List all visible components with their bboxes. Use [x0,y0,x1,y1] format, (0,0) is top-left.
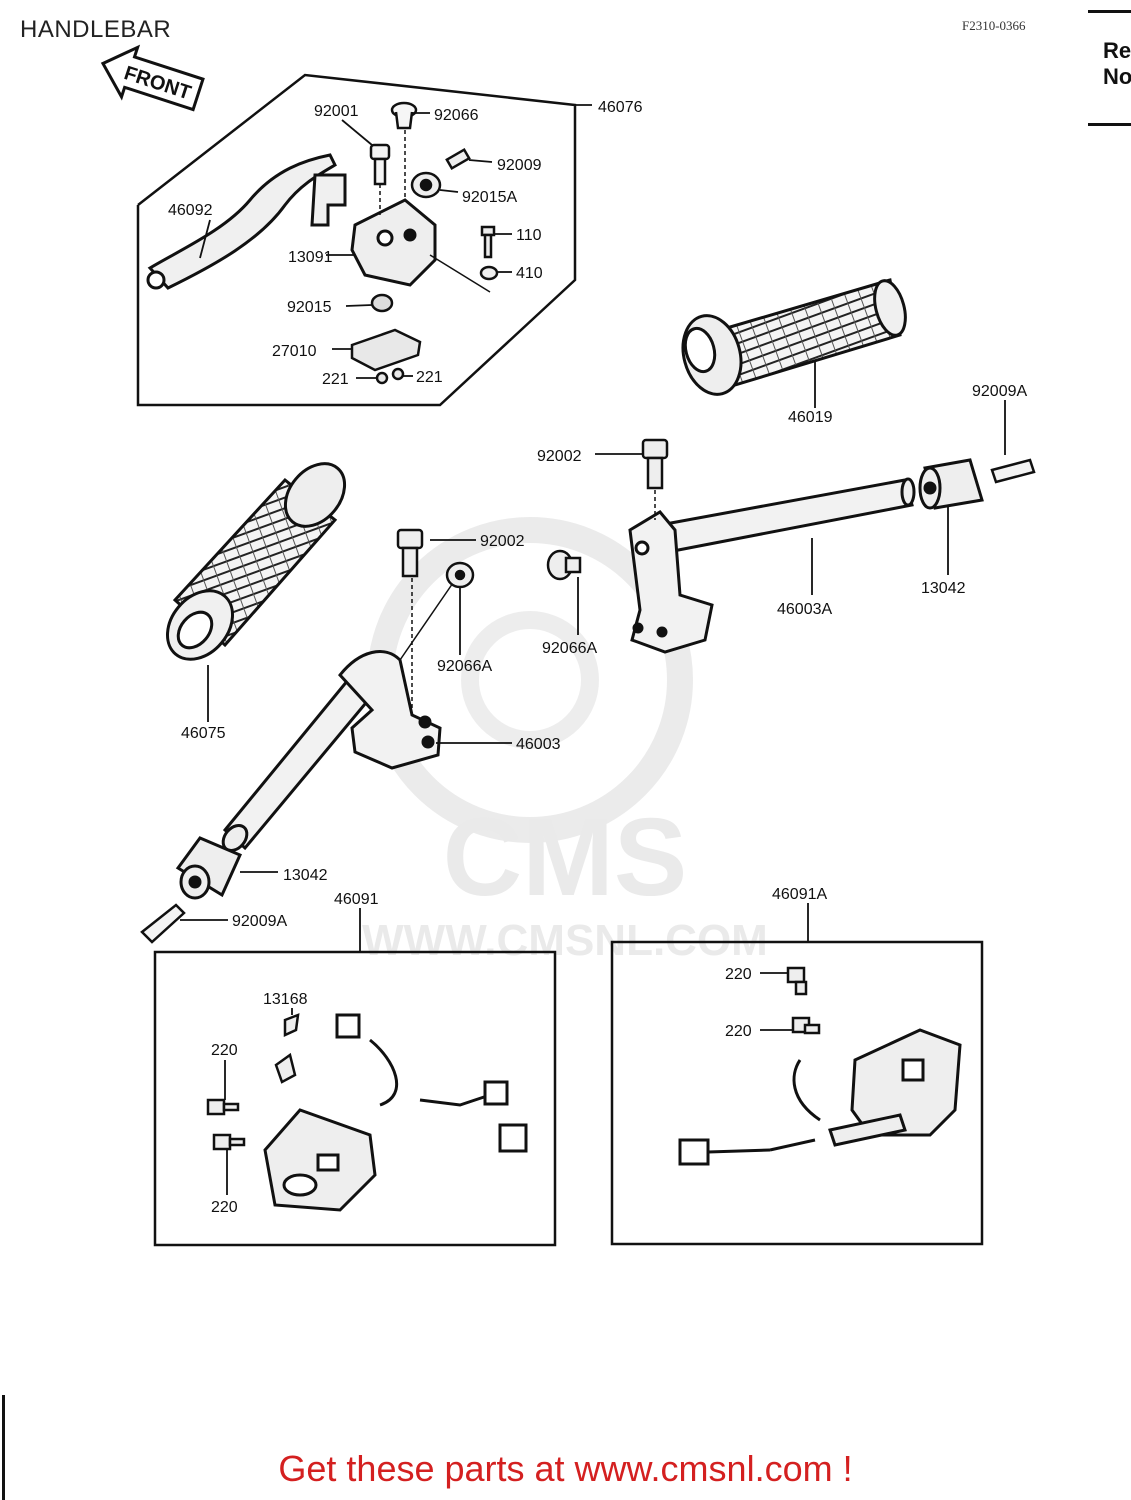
part-label: 220 [211,1199,238,1216]
page-title: HANDLEBAR [20,16,172,43]
collar-92015 [370,293,394,313]
part-label: 221 [416,369,443,386]
ref-note-line-1: Re [1103,38,1131,63]
footer-promo-link[interactable]: Get these parts at www.cmsnl.com ! [278,1448,853,1489]
part-label: 92009A [972,383,1027,400]
part-label: 13042 [283,867,328,884]
leader-lines [180,104,1006,1195]
part-label: 92066A [437,658,492,675]
left-switch-46091 [263,1013,528,1212]
part-label: 46075 [181,725,226,742]
ref-note-line-2: No [1103,64,1131,89]
part-label: 46091A [772,886,827,903]
lever-assembly-box [136,73,577,407]
part-label: 92002 [480,533,525,550]
part-label: 92066 [434,107,479,124]
part-label: 46092 [168,202,213,219]
clutch-lever-46092 [146,153,347,290]
clamp-13168 [274,1013,300,1084]
left-grip-46075 [165,462,347,661]
part-label: 46003 [516,736,561,753]
ref-note-rule-top [1088,10,1131,13]
throttle-grip-46019 [681,278,907,396]
screw-92009A-left [140,903,186,944]
bar-end-weight-13042-left [175,836,242,900]
part-label: 110 [516,227,542,244]
drawing-number: F2310-0366 [962,18,1026,33]
part-label: 220 [725,1023,752,1040]
screws-220-right [786,966,821,1035]
cms-watermark: CMS WWW.CMSNL.COM [362,517,768,965]
part-label: 46003A [777,601,832,618]
right-handlebar-46003A [628,477,916,654]
part-label: 220 [725,966,752,983]
part-label: 220 [211,1042,238,1059]
part-label: 46019 [788,409,833,426]
switch-27010 [350,328,422,385]
screw-92009 [410,147,471,199]
part-label: 92002 [537,448,582,465]
part-label: 46091 [334,891,379,908]
lever-holder-13091 [350,198,491,293]
part-label: 92001 [314,103,359,120]
cap-92066 [390,101,418,200]
cap-92066A-right [546,549,582,581]
part-label: 92015A [462,189,517,206]
screws-220-left [206,1098,246,1151]
watermark-logo: CMS [443,796,687,919]
part-label: 92009A [232,913,287,930]
cap-92066A-left [445,561,475,589]
screw-92009A-right [990,458,1036,484]
bolt-110-nut-410 [479,225,499,281]
front-arrow-icon: FRONT [100,44,205,112]
part-label: 13042 [921,580,966,597]
part-label: 92009 [497,157,542,174]
part-label: 13168 [263,991,308,1008]
bar-end-weight-13042-right [918,458,984,510]
bolt-92002-left [396,528,424,710]
part-label: 27010 [272,343,317,360]
part-labels: 92001 92066 46076 92009 92015A 46092 110… [168,99,1027,1216]
right-switch-box [610,940,984,1246]
ref-note: Re No [1103,38,1131,90]
ref-note-rule-bottom [1088,123,1131,126]
part-label: 92015 [287,299,332,316]
left-handlebar-46003 [221,579,456,853]
part-label: 13091 [288,249,333,266]
part-label: 92066A [542,640,597,657]
part-label: 221 [322,371,349,388]
part-label: 46076 [598,99,643,116]
bolt-92001 [369,143,391,215]
watermark-url: WWW.CMSNL.COM [362,916,768,965]
part-label: 410 [516,265,543,282]
bolt-92002-right [641,438,669,520]
margin-rule [2,1395,5,1500]
left-switch-box [153,950,557,1247]
right-switch-46091A [678,1028,962,1166]
